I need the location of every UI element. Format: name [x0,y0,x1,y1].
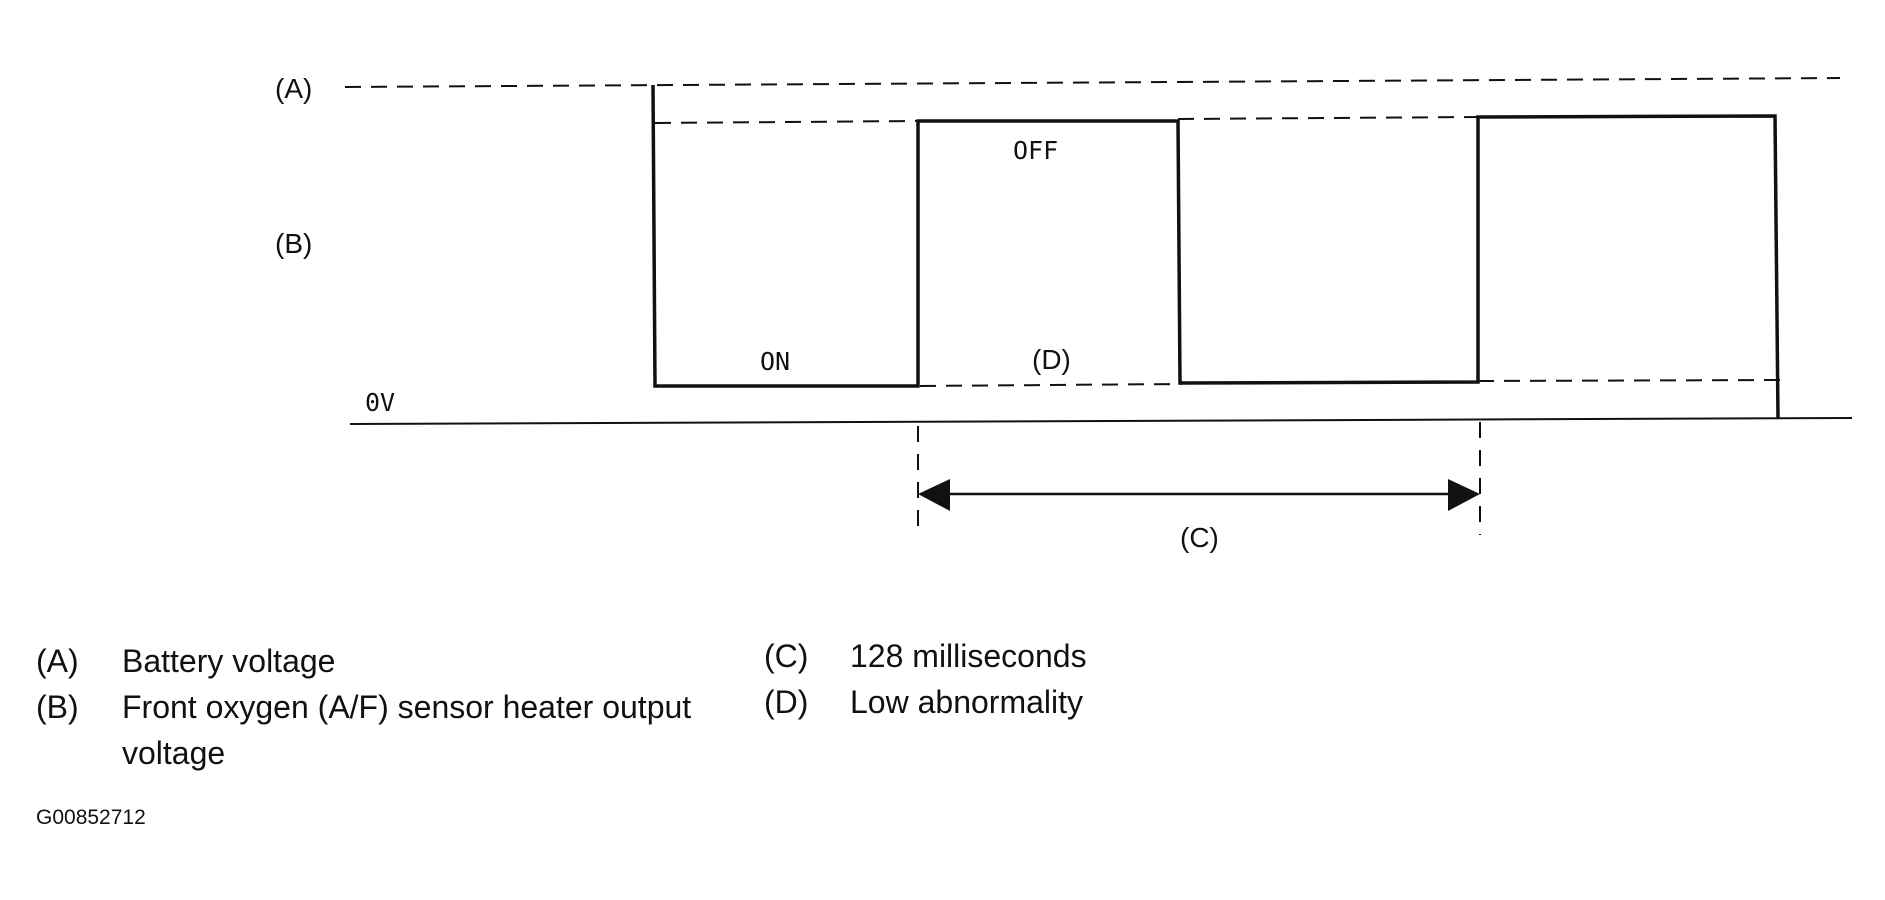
off-state-label: OFF [1013,136,1058,165]
waveform-diagram: (A) (B) 0V OFF ON (D) (C) [275,73,1853,553]
legend-left-column: (A) Battery voltage (B) Front oxygen (A/… [36,638,722,776]
legend-item-b: (B) Front oxygen (A/F) sensor heater out… [36,684,722,776]
legend-key-a: (A) [36,643,79,679]
legend-key-b: (B) [36,689,79,725]
legend-key-d: (D) [764,684,809,720]
zero-volt-baseline [349,417,1853,425]
legend-item-d: (D) Low abnormality [764,679,1350,725]
legend-text-d: Low abnormality [850,684,1083,720]
arrowhead-left-icon [918,479,950,511]
legend-right-column: (C) 128 milliseconds (D) Low abnormality [764,633,1350,725]
legend-key-c: (C) [764,638,809,674]
marker-d-label: (D) [1032,344,1071,375]
legend-item-c: (C) 128 milliseconds [764,633,1350,679]
marker-a-label: (A) [275,73,312,104]
legend-text-a: Battery voltage [122,643,336,679]
legend-text-c: 128 milliseconds [850,638,1087,674]
legend-text-b: Front oxygen (A/F) sensor heater output … [122,689,692,771]
heater-high-dashed-line-2 [1177,116,1479,120]
zero-volt-label: 0V [365,388,395,417]
on-state-label: ON [760,347,790,376]
battery-voltage-dashed-line [344,77,1841,88]
marker-b-label: (B) [275,228,312,259]
marker-c-label: (C) [1180,522,1219,553]
heater-output-waveform [651,84,1780,419]
low-abnormality-dashed-line [919,383,1183,387]
low-abnormality-dashed-line-2 [1477,379,1783,382]
legend-item-a: (A) Battery voltage [36,638,722,684]
heater-high-dashed-line [654,120,921,124]
figure-id-label: G00852712 [36,806,146,829]
arrowhead-right-icon [1448,479,1480,511]
